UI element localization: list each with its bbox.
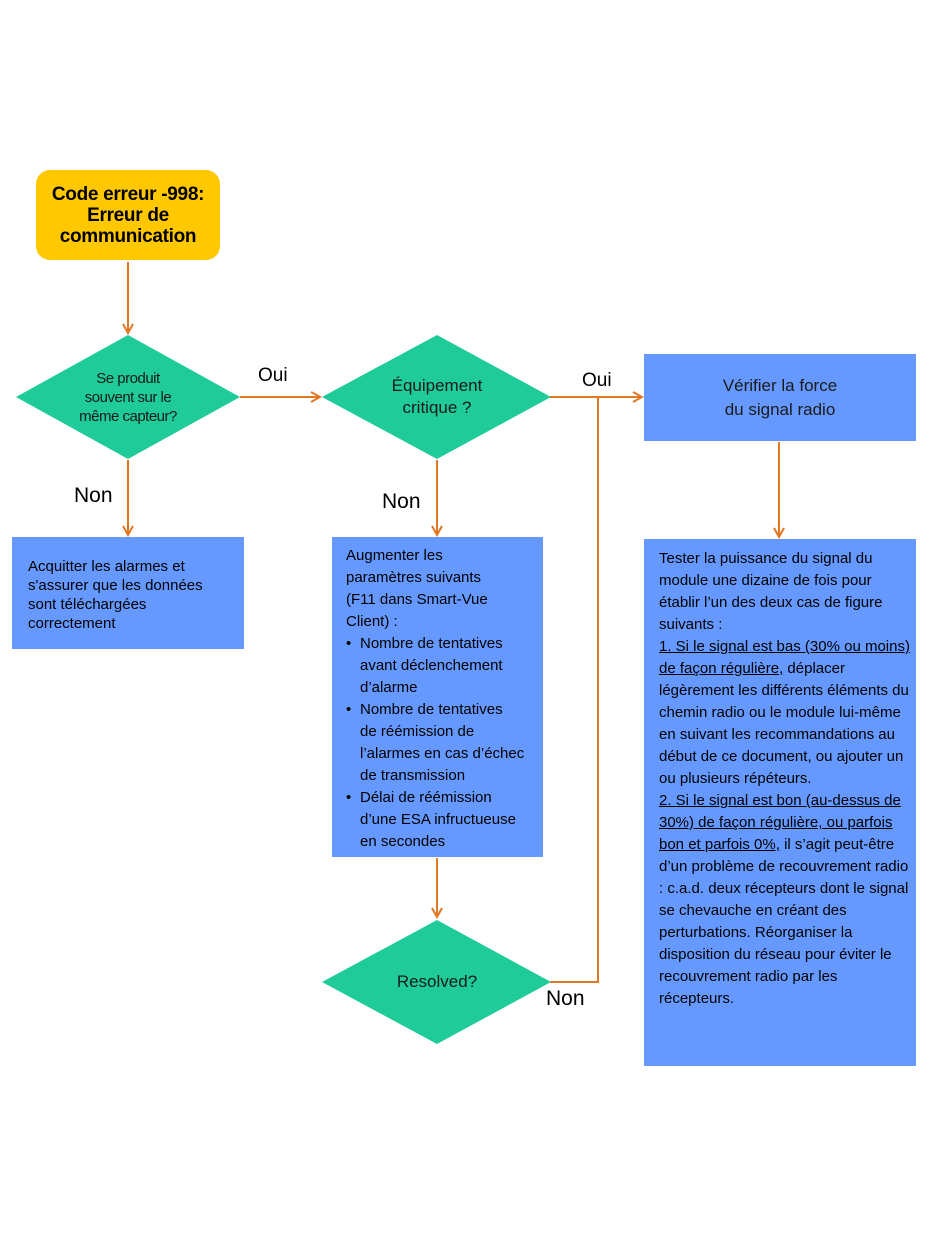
start-node-text: Code erreur -998: Erreur de communicatio… [51,183,205,247]
decision-critical-shape [322,335,551,459]
process-test-case2-body: il s’agit peut-être d’un problème de rec… [659,836,909,1007]
edge-label-oui-critical: Oui [582,370,612,391]
process-ack-alarms: Acquitter les alarmes et s'assurer que l… [12,537,244,649]
decision-same-sensor-shape [16,335,240,459]
process-test-signal: Tester la puissance du signal du module … [644,539,916,1066]
process-verify-signal: Vérifier la force du signal radio [644,354,916,441]
edge-label-non-critical: Non [382,490,421,513]
process-test-case2-title: 2. Si le signal est bon (au-dessus de 30… [659,792,901,853]
decision-resolved-shape [322,920,551,1044]
process-increase-parameters: Augmenter les paramètres suivants (F11 d… [332,537,543,857]
process-test-case2: 2. Si le signal est bon (au-dessus de 30… [659,790,910,1010]
process-test-case1-title: 1. Si le signal est bas (30% ou moins) d… [659,638,910,677]
process-ack-alarms-text: Acquitter les alarmes et s'assurer que l… [28,558,203,632]
process-increase-list: Nombre de tentatives avant déclenchement… [332,633,543,853]
process-increase-item: Nombre de tentatives avant déclenchement… [332,633,543,699]
process-increase-item: Délai de réémission d’une ESA infructueu… [332,787,543,853]
process-test-case1: 1. Si le signal est bas (30% ou moins) d… [659,636,910,790]
decision-resolved-label: Resolved? [396,972,478,991]
process-increase-item: Nombre de tentatives de réémission de l’… [332,699,543,787]
edge-label-non-same-sensor: Non [74,484,113,507]
decision-same-sensor-label: Se produit souvent sur le même capteur? [79,369,177,425]
edge-label-non-resolved: Non [546,987,585,1010]
process-increase-intro: Augmenter les paramètres suivants (F11 d… [346,547,488,630]
connector-resolved-loop [550,397,599,983]
decision-critical-label: Équipement critique ? [391,376,483,417]
edge-label-oui-same-sensor: Oui [258,365,288,386]
process-test-case1-body: déplacer légèrement les différents éléme… [659,660,909,787]
process-test-intro: Tester la puissance du signal du module … [659,550,883,633]
start-node-error-code: Code erreur -998: Erreur de communicatio… [36,170,220,260]
process-verify-signal-text: Vérifier la force du signal radio [722,375,838,419]
